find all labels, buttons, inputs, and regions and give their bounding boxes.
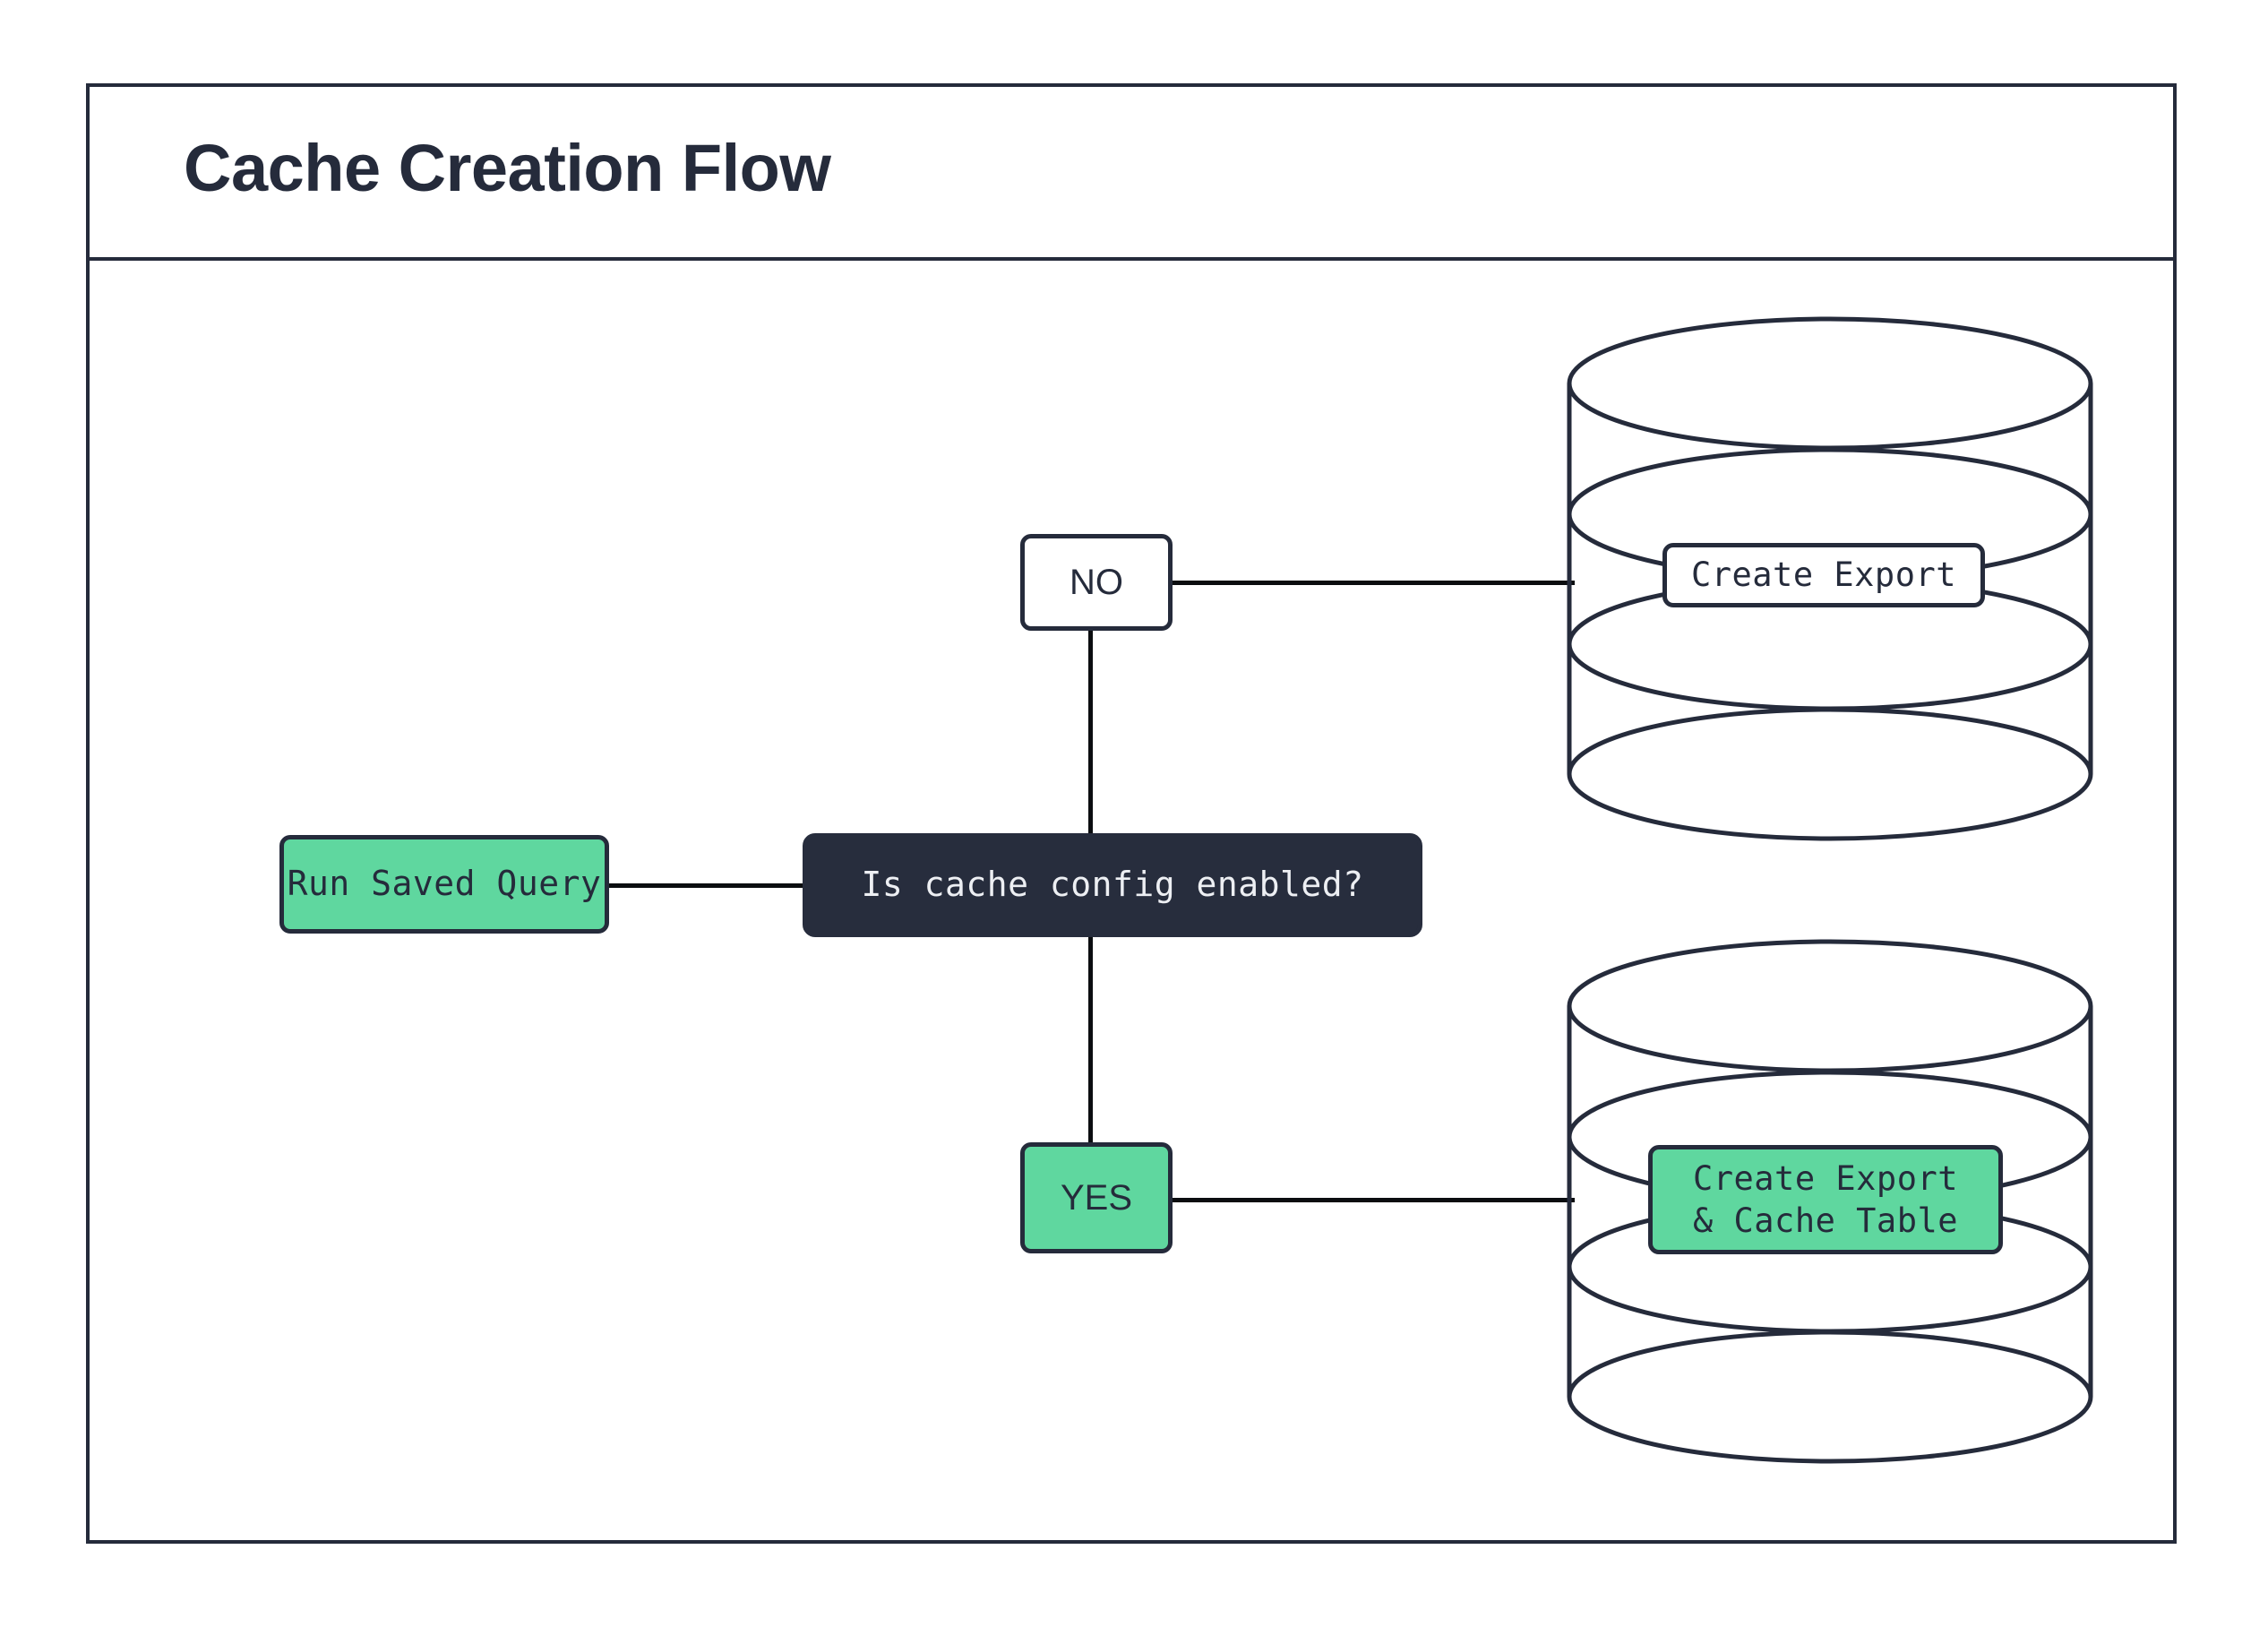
db-export-label: Create Export — [1662, 543, 1985, 607]
node-run-saved-query[interactable]: Run Saved Query — [279, 835, 609, 934]
page-title: Cache Creation Flow — [184, 131, 831, 205]
diagram-header — [90, 87, 2173, 261]
node-decision-cache-config[interactable]: Is cache config enabled? — [803, 833, 1422, 937]
database-cylinder-icon — [1567, 316, 2093, 841]
edge-decision-to-yes — [1088, 934, 1093, 1146]
edge-decision-to-no — [1088, 627, 1093, 837]
edge-label-no[interactable]: NO — [1020, 534, 1173, 631]
edge-label-yes[interactable]: YES — [1020, 1142, 1173, 1253]
database-cylinder-export — [1566, 315, 2094, 842]
edge-run-saved-query-to-decision — [607, 883, 806, 888]
edge-no-to-db-export — [1170, 581, 1575, 585]
edge-yes-to-db-export-cache — [1170, 1198, 1575, 1202]
db-export-cache-label: Create Export & Cache Table — [1648, 1145, 2003, 1254]
